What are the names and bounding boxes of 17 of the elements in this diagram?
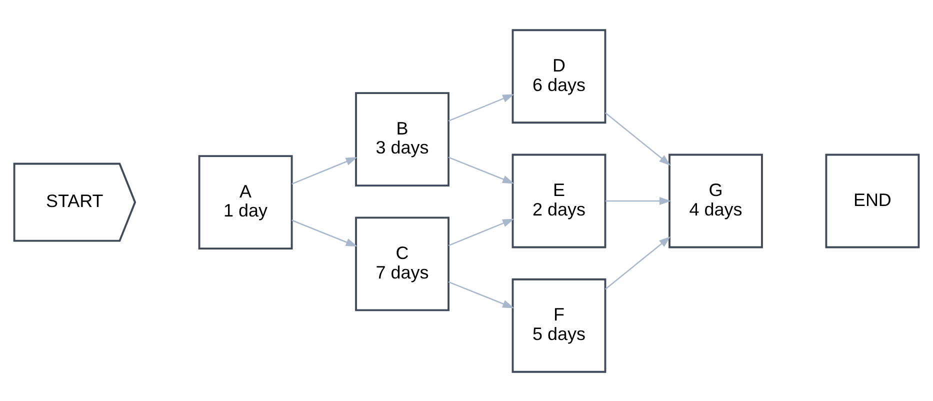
arrow xyxy=(448,280,514,308)
arrow xyxy=(292,219,358,246)
node-box: G 4 days xyxy=(668,153,763,248)
node-box: E 2 days xyxy=(512,153,606,248)
arrow xyxy=(605,196,672,205)
arrow xyxy=(292,156,358,184)
arrow xyxy=(448,218,514,246)
node-box: A 1 day xyxy=(198,154,293,249)
node-box: F 5 days xyxy=(512,278,606,372)
arrow xyxy=(604,236,671,290)
node-box: D 6 days xyxy=(512,28,606,124)
arrow xyxy=(604,112,671,166)
node-box: B 3 days xyxy=(355,92,450,186)
arrow xyxy=(448,156,514,184)
node-box: END xyxy=(825,153,920,248)
node-box: C 7 days xyxy=(355,216,450,311)
arrow xyxy=(448,94,514,122)
